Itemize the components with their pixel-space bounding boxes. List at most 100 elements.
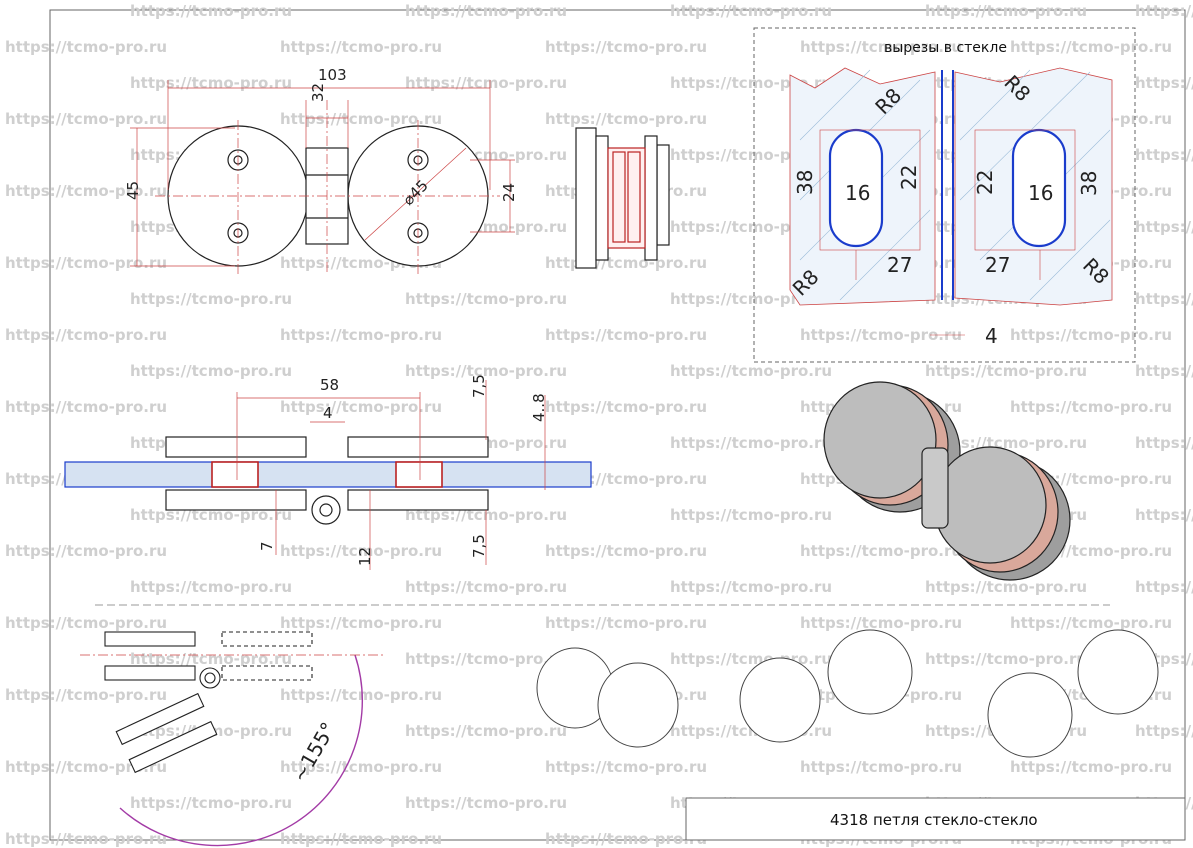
watermark-text: https://tcmo-pro.ru	[130, 578, 292, 596]
dim-slot-height-right: 22	[973, 170, 997, 195]
dim-inner-height: 24	[500, 183, 518, 202]
watermark-text: https://tcmo-pro.ru	[405, 2, 567, 20]
watermark-text: https://tcmo-pro.ru	[5, 830, 167, 848]
watermark-text: https://tcmo-pro.ru	[800, 38, 962, 56]
watermark-text: https://tcmo-pro.ru	[1135, 578, 1193, 596]
watermark-text: https://tcmo-pro.ru	[280, 686, 442, 704]
dim-slot-width-right: 16	[1028, 181, 1053, 205]
watermark-text: https://tcmo-pro.ru	[670, 650, 832, 668]
watermark-text: https://tcmo-pro.ru	[670, 2, 832, 20]
watermark-text: https://tcmo-pro.ru	[545, 542, 707, 560]
watermark-text: https://tcmo-pro.ru	[925, 434, 1087, 452]
watermark-text: https://tcmo-pro.ru	[405, 722, 567, 740]
dim-glass-thickness: 4..8	[530, 393, 548, 422]
dim-pin-offset: 7	[258, 541, 276, 551]
dim-edge-right: 38	[1077, 171, 1101, 196]
watermark-text: https://tcmo-pro.ru	[925, 578, 1087, 596]
dim-section-gap: 4	[323, 404, 333, 422]
watermark-text: https://tcmo-pro.ru	[1010, 326, 1172, 344]
cutout-panel	[753, 27, 1136, 363]
watermark-text: https://tcmo-pro.ru	[1010, 614, 1172, 632]
watermark-text: https://tcmo-pro.ru	[800, 614, 962, 632]
watermark-text: https://tcmo-pro.ru	[5, 254, 167, 272]
watermark-text: https://tcmo-pro.ru	[280, 542, 442, 560]
dim-slot-height-left: 22	[897, 165, 921, 190]
watermark-text: https://tcmo-pro.ru	[405, 74, 567, 92]
watermark-text: https://tcmo-pro.ru	[545, 830, 707, 848]
watermark-text: https://tcmo-pro.ru	[545, 398, 707, 416]
watermark-text: https://tcmo-pro.ru	[670, 506, 832, 524]
watermark-text: https://tcmo-pro.ru	[5, 326, 167, 344]
dim-overall-length: 103	[318, 66, 347, 84]
dim-edge-left: 38	[793, 170, 817, 195]
watermark-text: https://tcmo-pro.ru	[800, 542, 962, 560]
watermark-text: https://tcmo-pro.ru	[1135, 2, 1193, 20]
dim-cutout-gap: 4	[985, 324, 998, 348]
watermark-text: https://tcmo-pro.ru	[545, 614, 707, 632]
watermark-text: https://tcmo-pro.ru	[130, 290, 292, 308]
watermark-text: https://tcmo-pro.ru	[5, 686, 167, 704]
watermark-text: https://tcmo-pro.ru	[130, 2, 292, 20]
drawing-title: 4318 петля стекло-стекло	[830, 811, 1038, 829]
side-view	[575, 127, 670, 269]
watermark-text: https://tcmo-pro.ru	[545, 326, 707, 344]
watermark-text: https://tcmo-pro.ru	[670, 578, 832, 596]
watermark-text: https://tcmo-pro.ru	[670, 362, 832, 380]
watermark-text: https://tcmo-pro.ru	[925, 2, 1087, 20]
watermark-text: https://tcmo-pro.ru	[1135, 434, 1193, 452]
watermark-text: https://tcmo-pro.ru	[670, 434, 832, 452]
dim-pin-depth: 12	[356, 547, 374, 566]
watermark-text: https://tcmo-pro.ru	[1135, 722, 1193, 740]
watermark-text: https://tcmo-pro.ru	[280, 398, 442, 416]
watermark-text: https://tcmo-pro.ru	[1135, 290, 1193, 308]
hinge-3d-render	[823, 381, 1071, 581]
cutout-caption: вырезы в стекле	[884, 40, 1007, 56]
watermark-text: https://tcmo-pro.ru	[405, 650, 567, 668]
watermark-text: https://tcmo-pro.ru	[1010, 398, 1172, 416]
watermark-text: https://tcmo-pro.ru	[130, 650, 292, 668]
dim-section-top-offset: 7,5	[470, 374, 488, 398]
watermark-text: https://tcmo-pro.ru	[130, 74, 292, 92]
isometric-sketches	[536, 629, 1159, 758]
watermark-text: https://tcmo-pro.ru	[545, 254, 707, 272]
watermark-text: https://tcmo-pro.ru	[1010, 38, 1172, 56]
watermark-text: https://tcmo-pro.ru	[405, 794, 567, 812]
watermark-text: https://tcmo-pro.ru	[405, 290, 567, 308]
watermark-text: https://tcmo-pro.ru	[800, 326, 962, 344]
watermark-text: https://tcmo-pro.ru	[1135, 218, 1193, 236]
watermark-text: https://tcmo-pro.ru	[800, 758, 962, 776]
watermark-text: https://tcmo-pro.ru	[545, 38, 707, 56]
watermark-text: https://tcmo-pro.ru	[280, 830, 442, 848]
watermark-text: https://tcmo-pro.ru	[5, 182, 167, 200]
watermark-text: https://tcmo-pro.ru	[280, 110, 442, 128]
watermark-text: https://tcmo-pro.ru	[280, 758, 442, 776]
watermark-text: https://tcmo-pro.ru	[5, 542, 167, 560]
watermark-text: https://tcmo-pro.ru	[1135, 146, 1193, 164]
dim-section-span: 58	[320, 376, 339, 394]
dim-offset-right: 27	[985, 253, 1010, 277]
watermark-text: https://tcmo-pro.ru	[280, 326, 442, 344]
watermark-text: https://tcmo-pro.ru	[545, 110, 707, 128]
watermark-text: https://tcmo-pro.ru	[130, 362, 292, 380]
watermark-text: https://tcmo-pro.ru	[925, 650, 1087, 668]
dim-section-bottom-offset: 7,5	[470, 534, 488, 558]
watermark-text: https://tcmo-pro.ru	[1135, 506, 1193, 524]
watermark-text: https://tcmo-pro.ru	[670, 290, 832, 308]
watermark-text: https://tcmo-pro.ru	[280, 38, 442, 56]
watermark-text: https://tcmo-pro.ru	[1010, 758, 1172, 776]
watermark-text: https://tcmo-pro.ru	[1135, 362, 1193, 380]
section-view	[64, 380, 592, 570]
dim-height: 45	[124, 181, 142, 200]
dim-offset-left: 27	[887, 253, 912, 277]
watermark-text: https://tcmo-pro.ru	[1135, 74, 1193, 92]
watermark-text: https://tcmo-pro.ru	[5, 110, 167, 128]
watermark-text: https://tcmo-pro.ru	[280, 614, 442, 632]
watermark-text: https://tcmo-pro.ru	[5, 614, 167, 632]
watermark-text: https://tcmo-pro.ru	[5, 398, 167, 416]
watermark-text: https://tcmo-pro.ru	[925, 362, 1087, 380]
title-block	[685, 797, 1186, 841]
watermark-text: https://tcmo-pro.ru	[545, 758, 707, 776]
watermark-text: https://tcmo-pro.ru	[5, 38, 167, 56]
dim-slot-width-left: 16	[845, 181, 870, 205]
